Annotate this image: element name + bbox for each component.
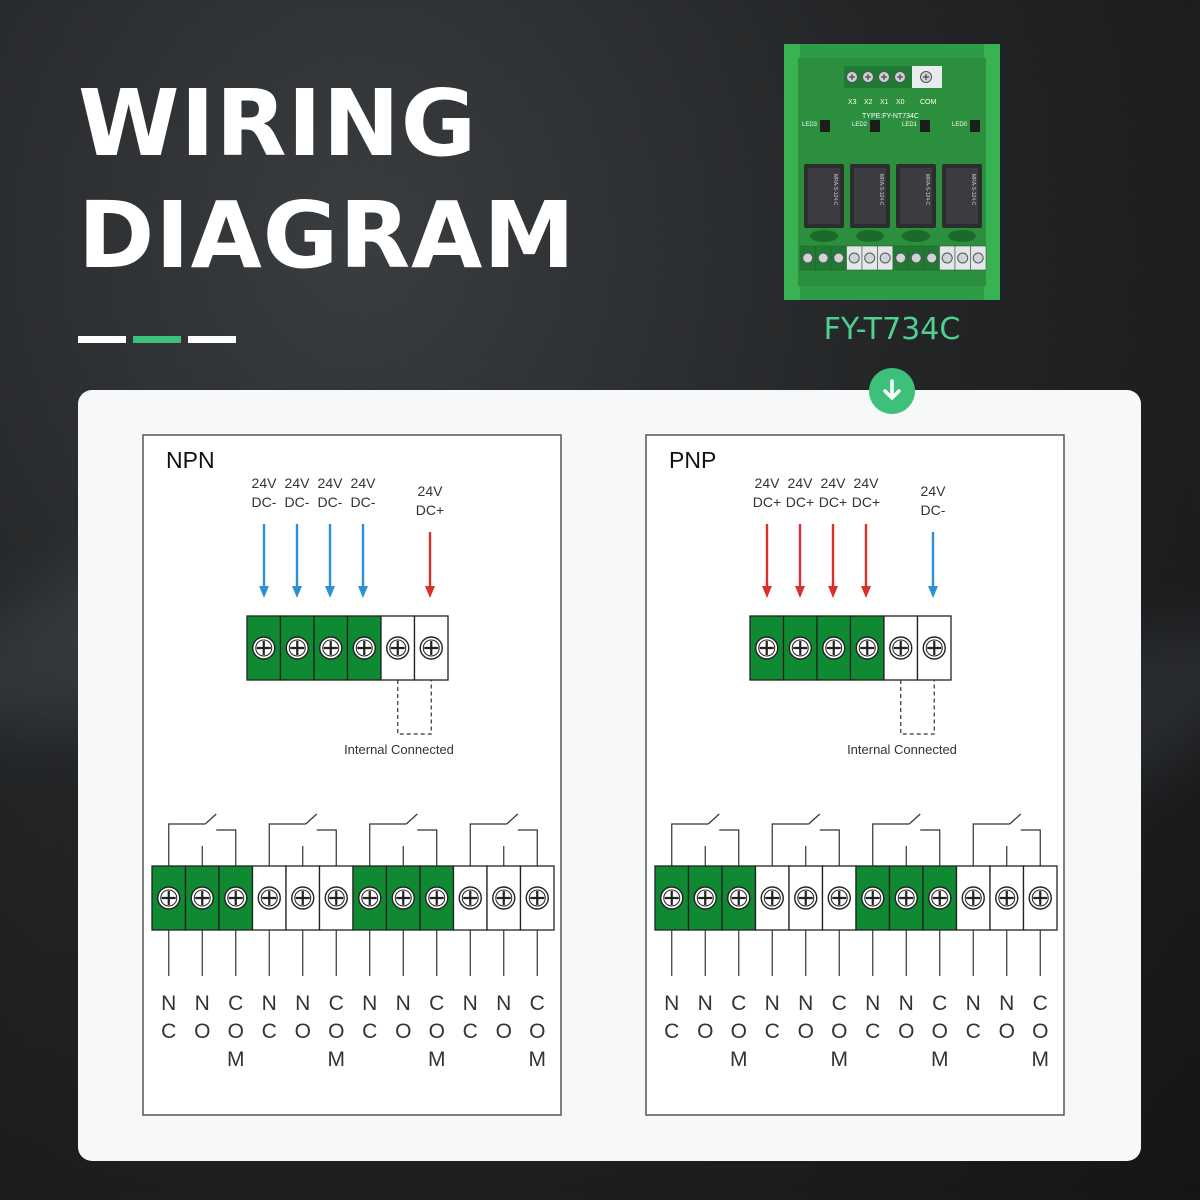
- title-line-2: DIAGRAM: [78, 182, 576, 289]
- input-terminal-block: [246, 615, 449, 681]
- input-positive-marker: 24V DC+: [786, 475, 814, 598]
- output-terminal-block: [654, 813, 1058, 976]
- relay-label: MRA-S-124-C: [832, 174, 838, 206]
- input-polarity-label: DC-: [252, 494, 277, 510]
- page-title: WIRING DIAGRAM: [78, 68, 576, 292]
- title-dash: [78, 336, 126, 343]
- pcb-input-label: X1: [880, 99, 889, 106]
- relay-label: MRA-S-124-C: [970, 174, 976, 206]
- title-line-1: WIRING: [78, 70, 478, 177]
- pcb-led-label: LED0: [952, 122, 968, 128]
- input-positive-marker: 24V DC+: [753, 475, 781, 598]
- pcb-input-label: COM: [920, 99, 937, 106]
- input-polarity-label: DC-: [351, 494, 376, 510]
- relay-label: MRA-S-124-C: [878, 174, 884, 206]
- input-negative-marker: 24V DC-: [921, 483, 947, 598]
- input-negative-marker: 24V DC-: [318, 475, 344, 598]
- pcb-type-label: TYPE:FY-NT734C: [862, 113, 919, 120]
- product-image: MRA-S-124-C MRA-S-124-C MRA-S-124-C MRA-S-1…: [784, 44, 1000, 300]
- input-polarity-label: DC+: [753, 494, 781, 510]
- internal-connection-line: [900, 680, 935, 735]
- input-voltage-label: 24V: [351, 475, 377, 491]
- pcb-input-label: X3: [848, 99, 857, 106]
- input-voltage-label: 24V: [252, 475, 278, 491]
- input-voltage-label: 24V: [921, 483, 947, 499]
- input-negative-marker: 24V DC-: [351, 475, 377, 598]
- input-polarity-label: DC+: [786, 494, 814, 510]
- input-polarity-label: DC+: [852, 494, 880, 510]
- pnp-wiring-diagram: PNP 24V DC+ 24V DC+ 24V DC+ 24V DC+ 24V DC- Interna…: [645, 434, 1065, 1116]
- pcb-led-label: LED1: [902, 122, 918, 128]
- npn-wiring-diagram: NPN 24V DC- 24V DC- 24V DC- 24V DC- 24V DC+ Interna…: [142, 434, 562, 1116]
- diagram-frame: [645, 434, 1065, 1116]
- internal-connected-note: Internal Connected: [847, 742, 957, 757]
- diagram-type-label: NPN: [166, 447, 215, 473]
- pcb-input-label: X2: [864, 99, 873, 106]
- input-voltage-label: 24V: [755, 475, 781, 491]
- input-polarity-label: DC-: [285, 494, 310, 510]
- input-negative-marker: 24V DC-: [285, 475, 311, 598]
- input-polarity-label: DC+: [416, 502, 444, 518]
- input-voltage-label: 24V: [821, 475, 847, 491]
- input-polarity-label: DC-: [318, 494, 343, 510]
- input-positive-marker: 24V DC+: [819, 475, 847, 598]
- input-voltage-label: 24V: [854, 475, 880, 491]
- input-voltage-label: 24V: [418, 483, 444, 499]
- title-dash-accent: [133, 336, 181, 343]
- diagram-frame: [142, 434, 562, 1116]
- pcb-input-label: X0: [896, 99, 905, 106]
- pcb-led-label: LED3: [802, 122, 818, 128]
- title-dash: [188, 336, 236, 343]
- input-voltage-label: 24V: [788, 475, 814, 491]
- output-terminal-block: [151, 813, 555, 976]
- relay-label: MRA-S-124-C: [924, 174, 930, 206]
- diagram-type-label: PNP: [669, 447, 716, 473]
- input-voltage-label: 24V: [285, 475, 311, 491]
- input-polarity-label: DC+: [819, 494, 847, 510]
- product-model-label: FY-T734C: [823, 312, 961, 347]
- input-polarity-label: DC-: [921, 502, 946, 518]
- input-positive-marker: 24V DC+: [852, 475, 880, 598]
- input-negative-marker: 24V DC-: [252, 475, 278, 598]
- internal-connection-line: [397, 680, 432, 735]
- internal-connected-note: Internal Connected: [344, 742, 454, 757]
- pcb-led-label: LED2: [852, 122, 868, 128]
- input-positive-marker: 24V DC+: [416, 483, 444, 598]
- input-voltage-label: 24V: [318, 475, 344, 491]
- input-terminal-block: [749, 615, 952, 681]
- down-arrow-icon: [869, 368, 915, 414]
